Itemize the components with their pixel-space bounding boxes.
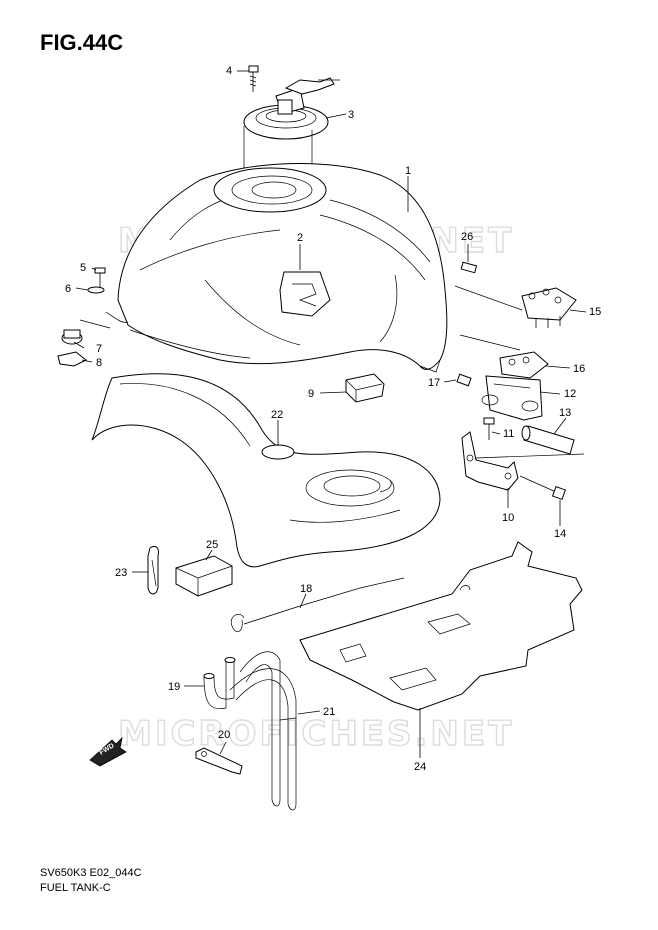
callout-14: 14 [554,528,566,540]
part-1-fuel-tank [117,163,448,373]
part-20-clamp [195,747,243,775]
callout-4: 4 [226,65,232,77]
part-6-washer [87,286,105,294]
part-14-bolt [519,475,567,501]
callout-13: 13 [559,407,571,419]
part-12-hinge [481,375,543,421]
callout-25: 25 [206,539,218,551]
part-15-bracket [521,287,577,328]
callout-17: 17 [428,377,440,389]
part-18-hose [230,577,405,633]
callout-23: 23 [115,567,127,579]
callout-10: 10 [502,512,514,524]
callout-21: 21 [323,706,335,718]
callout-6: 6 [65,283,71,295]
part-3-fuel-cap [243,77,340,178]
callout-5: 5 [80,262,86,274]
callout-26: 26 [461,231,473,243]
callout-2: 2 [297,232,303,244]
callout-16: 16 [573,363,585,375]
part-25-pad [175,555,233,597]
part-21-hoses [229,651,297,811]
part-8-nut [57,351,87,367]
callout-24: 24 [414,761,426,773]
callout-20: 20 [218,729,230,741]
watermark-bottom: MICROFICHES.NET [118,714,514,754]
model-code: SV650K3 E02_044C [40,867,142,879]
part-11-bolt [483,417,495,440]
part-22-lower-cover [91,373,441,568]
callout-19: 19 [168,681,180,693]
part-23-clamp [147,545,159,595]
part-9-cushion [345,373,385,403]
callout-9: 9 [308,388,314,400]
part-7-cushion [61,329,83,345]
part-19-hose [203,657,236,710]
callout-1: 1 [405,165,411,177]
callout-8: 8 [96,357,102,369]
leader-lines [73,70,587,758]
part-26-clip [460,261,478,274]
part-4-bolt [248,65,259,92]
callout-7: 7 [96,343,102,355]
callout-11: 11 [503,428,514,440]
part-13-pin [521,425,575,455]
callout-12: 12 [564,388,576,400]
callout-3: 3 [348,109,354,121]
part-24-heat-shield [299,541,583,711]
callout-18: 18 [300,583,312,595]
section-name: FUEL TANK-C [40,882,111,894]
figure-title: FIG.44C [40,30,124,55]
part-10-hinge-plate [461,431,519,491]
forward-arrow-icon: FWD [89,736,127,767]
part-17-clip [456,373,472,387]
part-5-screw [94,267,106,288]
callout-15: 15 [589,306,601,318]
callout-22: 22 [271,409,283,421]
callout-labels: 1 2 3 4 5 6 7 8 9 10 11 12 13 14 15 16 1… [65,65,601,773]
part-16-bracket [499,351,549,379]
